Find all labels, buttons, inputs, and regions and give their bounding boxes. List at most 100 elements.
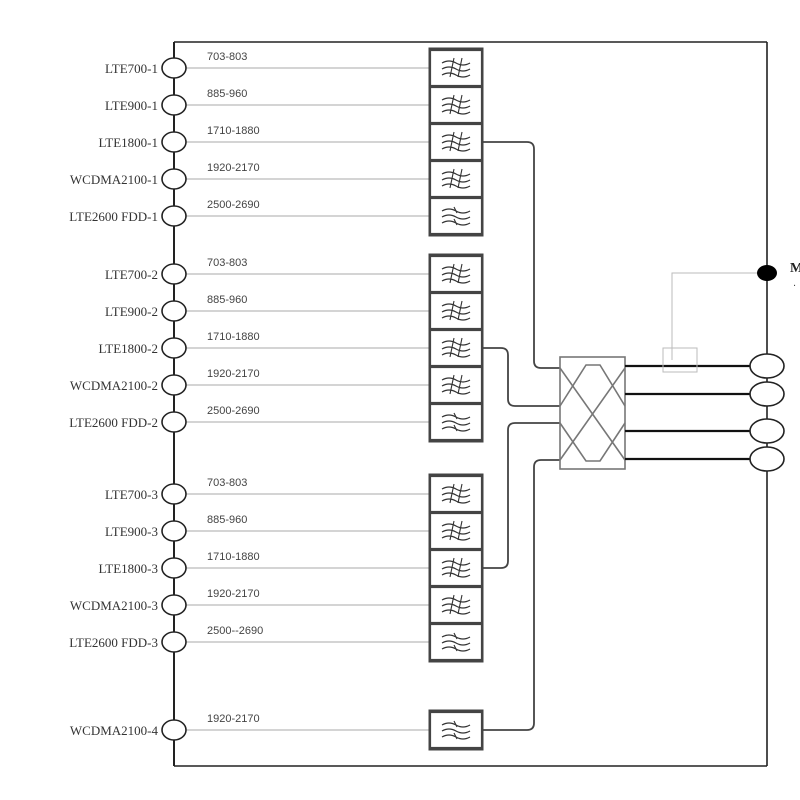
filter-wave-icon [441,492,471,498]
filter-wave-icon [441,498,471,504]
band-label: 1710-1880 [207,331,260,343]
monitor-port-label: M [790,261,800,276]
input-port-label: LTE700-1 [105,61,158,76]
lowpass-filter [428,196,484,236]
monitor-port-sublabel: . [793,277,796,289]
filter-wave-icon [441,486,471,492]
input-port-connector [161,520,187,542]
filter-slash-icon [449,57,455,78]
filter-slash-icon [457,483,463,504]
filter-slash-icon [449,374,455,395]
input-port-connector [161,300,187,322]
input-port-connector [161,483,187,505]
filter-wave-icon [441,177,471,183]
filter-wave-icon [441,146,471,152]
input-port-label: LTE1800-1 [99,135,158,150]
filter-wave-icon [441,340,471,346]
filter-wave-icon [441,309,471,315]
filter-wave-icon [441,389,471,395]
filter-wave-icon [441,377,471,383]
band-label: 1710-1880 [207,125,260,137]
filter-wave-icon [441,597,471,603]
input-port-label: LTE2600 FDD-1 [69,209,158,224]
input-port-connector [161,94,187,116]
filter-bank [428,47,484,751]
filter-slash-icon [449,483,455,504]
bandpass-filter [428,122,484,162]
filter-wave-icon [441,640,471,646]
band-label: 703-803 [207,257,247,269]
filter-wave-icon [441,523,471,529]
filter-slash-icon [449,594,455,615]
filter-slash-icon [449,263,455,284]
filter-wave-icon [441,60,471,66]
filter-wave-icon [441,383,471,389]
filter-wave-icon [441,346,471,352]
filter-slash-icon [457,300,463,321]
lowpass-filter [428,622,484,662]
filter-slash-icon [457,168,463,189]
output-port-connector [749,353,785,379]
filter-wave-icon [441,529,471,535]
input-port-connector [161,205,187,227]
filter-slash-icon [457,594,463,615]
input-port-connector [161,557,187,579]
input-port-label: WCDMA2100-2 [70,378,158,393]
coupler-line [671,272,767,360]
hybrid-matrix [559,356,626,470]
band-label: 885-960 [207,514,247,526]
input-port-label: WCDMA2100-1 [70,172,158,187]
input-port-label: LTE900-3 [105,524,158,539]
filter-slash-icon [457,263,463,284]
bandpass-filter [428,48,484,88]
bandpass-filter [428,548,484,588]
filter-slash-icon [453,412,458,420]
filter-wave-icon [441,66,471,72]
bandpass-filter [428,474,484,514]
band-label: 2500-2690 [207,199,260,211]
input-port-label: WCDMA2100-4 [70,723,159,738]
filter-slash-icon [453,206,458,214]
input-port-connector [161,57,187,79]
filter-wave-icon [441,352,471,358]
output-ports: M. [625,261,800,472]
band-label: 1710-1880 [207,551,260,563]
band-label: 2500-2690 [207,405,260,417]
filter-slash-icon [453,218,458,226]
bandpass-filter [428,365,484,405]
filter-wave-icon [441,560,471,566]
input-port-label: LTE700-2 [105,267,158,282]
input-port-connector [161,719,187,741]
output-port-connector [749,381,785,407]
filter-wave-icon [441,72,471,78]
input-port-connector [161,411,187,433]
input-port-connector [161,594,187,616]
input-port-label: LTE1800-3 [99,561,158,576]
hybrid-crossing-line [559,364,626,407]
band-label: 1920-2170 [207,588,260,600]
filter-slash-icon [449,557,455,578]
filter-slash-icon [457,337,463,358]
filter-wave-icon [441,183,471,189]
filter-slash-icon [449,337,455,358]
bandpass-filter [428,291,484,331]
filter-wave-icon [441,603,471,609]
lowpass-filter [428,402,484,442]
filter-slash-icon [457,94,463,115]
band-label: 2500--2690 [207,625,263,637]
bandpass-filter [428,254,484,294]
filter-wave-icon [441,566,471,572]
filter-wave-icon [441,278,471,284]
filter-slash-icon [453,644,458,652]
routing-wire [482,141,560,369]
filter-slash-icon [453,632,458,640]
hybrid-crossing-line [559,422,626,462]
filter-wave-icon [441,97,471,103]
filter-slash-icon [449,300,455,321]
band-label: 1920-2170 [207,368,260,380]
input-port-connector [161,337,187,359]
input-port-label: LTE2600 FDD-3 [69,635,158,650]
filter-wave-icon [441,420,471,426]
filter-slash-icon [453,720,458,728]
